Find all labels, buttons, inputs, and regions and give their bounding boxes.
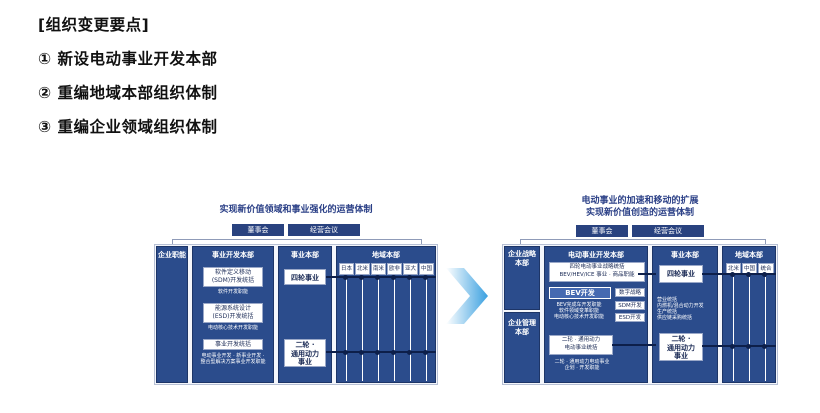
esd-dev-tag: ESD开发 [615, 313, 645, 322]
right-corp-strategy-label: 企业战略 本部 [508, 250, 536, 267]
dot [359, 349, 364, 355]
left-mgmt-bar: 经营会议 [288, 224, 360, 236]
ev-moto-note: 二轮 · 通用动力电动事业 企划 · 开发职能 [554, 359, 610, 371]
right-board-bar: 董事会 [576, 225, 628, 237]
grid-line [733, 277, 734, 381]
left-biz-moto-box: 二轮 · 通用动力 事业 [284, 339, 326, 367]
point-1: ① 新设电动事业开发本部 [38, 50, 218, 68]
right-biz-moto-box: 二轮 · 通用动力 事业 [659, 333, 703, 361]
grid-line [362, 277, 363, 381]
right-mgmt-bar: 经营会议 [632, 225, 704, 237]
left-regiondiv-label: 地域本部 [372, 251, 400, 259]
dot [746, 343, 751, 349]
left-board-bar: 董事会 [232, 224, 284, 236]
dot [407, 274, 412, 280]
ev-link-bottom [612, 344, 656, 346]
grid-line [749, 277, 750, 381]
dot [730, 343, 735, 349]
grid-line [410, 277, 411, 381]
bizdev-box: 事业开发统括 [203, 339, 263, 350]
dot [391, 274, 396, 280]
dot [762, 343, 767, 349]
left-corporate-label: 企业职能 [158, 251, 186, 259]
left-biz-auto-box: 四轮事业 [284, 269, 326, 285]
region-cn: 中国 [419, 263, 434, 275]
digital-strategy-tag: 数字战略 [615, 288, 645, 297]
dot [730, 271, 735, 277]
right-title-1: 电动事业的加速和移动的扩展 [581, 196, 699, 206]
dot [407, 349, 412, 355]
grid-line [394, 277, 395, 381]
dot [423, 349, 428, 355]
dot [762, 271, 767, 277]
region-sa: 南米 [371, 263, 386, 275]
esd-box: 能源系统设计 (ESD)开发统括 [203, 303, 263, 323]
ev-link-top [638, 273, 656, 275]
right-biz-auto-box: 四轮事业 [659, 265, 703, 283]
esd-note: 电动核心技术开发职能 [207, 325, 258, 331]
region-na: 北米 [355, 263, 370, 275]
left-devdiv-label: 事业开发本部 [212, 251, 254, 259]
right-biz-note: 营业统括 内燃机/混合动力开发 生产统括 供应链采购统括 [657, 297, 704, 321]
region-japan: 日本 [339, 263, 354, 275]
right-regiondiv-column: 地域本部 北米 中国 统合 [722, 246, 776, 383]
ev-moto-box: 二轮 · 通用动力 电动事业统括 [549, 335, 613, 355]
dot [343, 274, 348, 280]
bev-dev-box: BEV开发 [549, 287, 611, 299]
right-moto-link [702, 345, 776, 347]
right-bizdiv-column: 事业本部 四轮事业 营业统括 内燃机/混合动力开发 生产统括 供应链采购统括 二… [652, 246, 718, 383]
right-evdiv-label: 电动事业开发本部 [568, 251, 624, 259]
region-ap: 亚大 [403, 263, 418, 275]
right-regiondiv-label: 地域本部 [735, 251, 763, 259]
dot [359, 274, 364, 280]
right-region-na: 北米 [726, 263, 741, 275]
right-corp-mgmt-column: 企业管理 本部 [504, 312, 540, 383]
right-corp-strategy-column: 企业战略 本部 [504, 246, 540, 310]
region-eu: 欧非 [387, 263, 402, 275]
dot [343, 349, 348, 355]
left-bizdiv-column: 事业本部 四轮事业 二轮 · 通用动力 事业 [278, 246, 332, 383]
right-title-2: 实现新价值创造的运营体制 [585, 208, 694, 218]
dot [423, 274, 428, 280]
left-connector [172, 239, 422, 245]
dot [375, 349, 380, 355]
left-auto-link [326, 276, 436, 278]
dot [375, 274, 380, 280]
left-title: 实现新价值领域和事业强化的运营体制 [219, 205, 373, 215]
point-3: ③ 重编企业领域组织体制 [38, 118, 218, 136]
left-bizdiv-label: 事业本部 [291, 251, 319, 259]
left-org-chart: 实现新价值领域和事业强化的运营体制 董事会 经营会议 企业职能 事业开发本部 软… [150, 196, 442, 388]
left-moto-link [326, 351, 436, 353]
right-auto-link [702, 273, 776, 275]
bizdev-note: 电动事业开发 · 新事业开发 · 整合型解决方案事业开发职能 [200, 353, 266, 365]
header-title: [组织变更要点] [38, 16, 150, 34]
left-corporate-column: 企业职能 [156, 246, 188, 383]
sdm-note: 软件开发职能 [217, 289, 248, 295]
grid-line [426, 277, 427, 381]
grid-line [378, 277, 379, 381]
ev-functions-note: BEV完成车开发职能 软件领域变革职能 电动核心技术开发职能 [553, 302, 604, 320]
right-corp-mgmt-label: 企业管理 本部 [508, 319, 536, 336]
point-2: ② 重编地域本部组织体制 [38, 84, 218, 102]
ev-strategy-box: 四轮电动事业战略统括 BEV/HEV/ICE 事业 · 商品职能 [549, 262, 645, 282]
sdm-dev-tag: SDM开发 [615, 301, 645, 310]
sdm-box: 软件定义移动 (SDM)开发统括 [203, 267, 263, 287]
change-points: [组织变更要点] ① 新设电动事业开发本部 ② 重编地域本部组织体制 ③ 重编企… [38, 8, 218, 144]
right-org-chart: 电动事业的加速和移动的扩展 实现新价值创造的运营体制 董事会 经营会议 企业战略… [498, 189, 782, 389]
right-connector [520, 239, 766, 245]
left-regiondiv-column: 地域本部 日本 北米 南米 欧非 亚大 中国 [336, 246, 436, 383]
left-devdiv-column: 事业开发本部 软件定义移动 (SDM)开发统括 软件开发职能 能源系统设计 (E… [192, 246, 274, 383]
left-region-row: 日本 北米 南米 欧非 亚大 中国 [339, 263, 435, 275]
grid-line [765, 277, 766, 381]
dot [746, 271, 751, 277]
right-bizdiv-label: 事业本部 [671, 251, 699, 259]
transition-arrow-icon [446, 268, 488, 324]
right-evdiv-column: 电动事业开发本部 四轮电动事业战略统括 BEV/HEV/ICE 事业 · 商品职… [544, 246, 648, 383]
grid-line [346, 277, 347, 381]
dot [391, 349, 396, 355]
